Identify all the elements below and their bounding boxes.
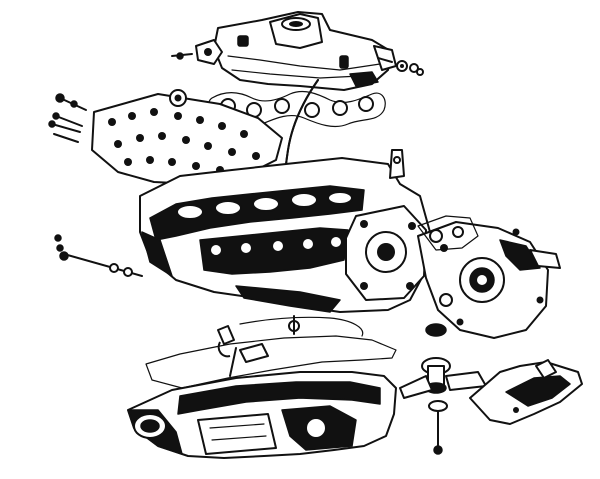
camshaft-rod (54, 234, 143, 277)
head-bolt-holes (108, 108, 260, 174)
fan-hub (399, 323, 487, 455)
manifold-flange (171, 39, 223, 65)
engine-block (139, 149, 431, 313)
block-ports (211, 237, 341, 255)
manifold-hardware (377, 57, 424, 76)
timing-cover (417, 221, 561, 339)
fan-shroud (469, 359, 583, 425)
timing-gasket (417, 215, 479, 251)
oil-pan (127, 343, 397, 459)
head-studs (48, 93, 87, 143)
intake-manifold (213, 11, 397, 91)
cylinder-bores (176, 191, 353, 220)
